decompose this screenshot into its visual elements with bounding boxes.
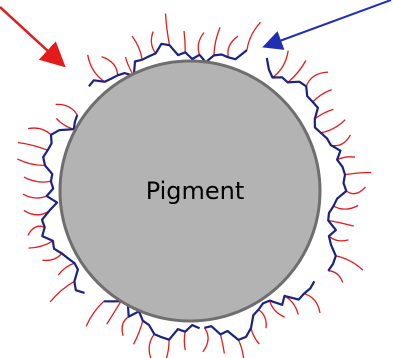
polymer-side-chain — [336, 256, 363, 270]
polymer-side-chain — [149, 334, 154, 358]
polymer-side-chain — [24, 177, 51, 182]
polymer-side-chain — [306, 72, 328, 86]
polymer-side-chain — [29, 241, 53, 248]
polymer-side-chain — [56, 118, 74, 129]
blue-arrow — [266, 0, 391, 46]
polymer-side-chain — [321, 120, 345, 133]
polymer-side-chain — [102, 57, 118, 76]
polymer-side-chain — [184, 31, 185, 52]
polymer-side-chain — [334, 206, 359, 210]
polymer-side-chain — [337, 157, 355, 160]
polymer-side-chain — [50, 281, 74, 302]
polymer-side-chain — [313, 90, 332, 102]
polymer-side-chain — [23, 194, 47, 198]
polymer-side-chain — [345, 173, 371, 175]
polymer-side-chain — [184, 332, 185, 350]
polymer-side-chain — [17, 159, 45, 166]
polymer-side-chain — [214, 27, 220, 55]
polymer-side-chain — [132, 36, 142, 60]
polymer-side-chain — [221, 334, 225, 353]
polymer-side-chain — [328, 271, 342, 283]
polymer-side-chain — [134, 321, 143, 345]
polymer-side-chain — [346, 187, 365, 194]
polymer-side-chain — [273, 51, 289, 78]
polymer-side-chain — [329, 236, 349, 241]
polymer-side-chain — [198, 33, 204, 55]
polymer-side-chain — [228, 36, 238, 57]
polymer-side-chain — [166, 14, 170, 46]
polymer-side-chain — [107, 301, 121, 324]
polymer-side-chain — [58, 263, 74, 275]
polymer-side-chain — [88, 55, 105, 82]
polymer-side-chain — [151, 32, 155, 54]
polymer-side-chain — [56, 104, 78, 115]
polymer-side-chain — [28, 128, 51, 135]
polymer-side-chain — [331, 135, 351, 146]
polymer-side-chain — [247, 22, 261, 50]
polymer-side-chain — [43, 254, 62, 261]
polymer-side-chain — [251, 328, 259, 344]
polymer-side-chain — [304, 294, 320, 313]
polymer-side-chain — [86, 301, 104, 326]
polymer-side-chain — [122, 317, 129, 336]
polymer-side-chain — [18, 143, 48, 151]
polymer-side-chain — [203, 328, 208, 352]
pigment-label: Pigment — [146, 177, 245, 205]
red-arrow — [0, 7, 62, 64]
polymer-side-chain — [288, 61, 306, 83]
polymer-side-chain — [259, 310, 267, 329]
polymer-side-chain — [165, 340, 169, 358]
polymer-side-chain — [238, 340, 243, 358]
